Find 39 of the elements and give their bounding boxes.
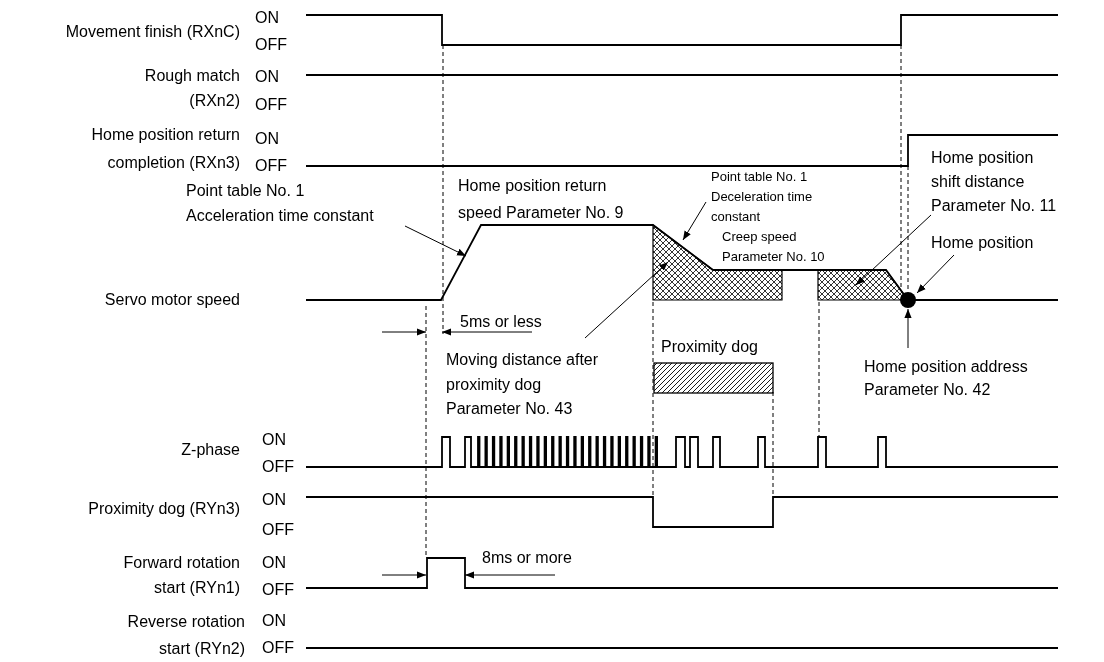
bar-label: Proximity dog — [661, 337, 759, 356]
annotation-text: Point table No. 1 Deceleration time constant — [711, 167, 831, 227]
annotation-text: Moving distance after proximity dog Parameter No. 43 — [446, 348, 608, 422]
state-label: ON — [255, 67, 280, 86]
annotation-text: Home position — [931, 233, 1061, 252]
dimension-label: 8ms or more — [482, 548, 573, 567]
leader-arrow — [855, 214, 932, 286]
leader-arrow — [584, 261, 669, 339]
state-label: ON — [262, 490, 287, 509]
leader-arrow — [904, 308, 912, 349]
state-label: OFF — [255, 35, 288, 54]
state-label: ON — [262, 611, 287, 630]
signal-name: Reverse rotation start (RYn2) — [126, 612, 245, 659]
state-label: ON — [262, 430, 287, 449]
signal-name: Rough match (RXn2) — [143, 66, 240, 111]
state-label: OFF — [262, 580, 295, 599]
state-label: ON — [255, 8, 280, 27]
state-label: OFF — [262, 457, 295, 476]
signal-name: Servo motor speed — [103, 290, 240, 309]
leader-arrow — [916, 254, 955, 294]
signal-name: Home position return completion (RXn3) — [90, 125, 240, 173]
signal-name: Proximity dog (RYn3) — [87, 499, 240, 518]
annotation-text: Home position return speed Parameter No. 9 — [458, 176, 625, 223]
annotation-text: Creep speed Parameter No. 10 — [722, 228, 826, 266]
signal-name: Forward rotation start (RYn1) — [122, 553, 240, 598]
annotation-text: Point table No. 1 Acceleration time constant — [186, 178, 384, 228]
state-label: ON — [262, 553, 287, 572]
state-label: ON — [255, 129, 280, 148]
leader-arrow — [404, 225, 467, 257]
annotation-text: Home position address Parameter No. 42 — [864, 355, 1064, 401]
signal-name: Z-phase — [180, 440, 240, 459]
state-label: OFF — [262, 638, 295, 657]
state-label: OFF — [262, 520, 295, 539]
state-label: OFF — [255, 95, 288, 114]
signal-name: Movement finish (RXnC) — [64, 22, 240, 41]
dimension-label: 5ms or less — [460, 312, 543, 331]
state-label: OFF — [255, 156, 288, 175]
annotation-text: Home position shift distance Parameter No. 11 — [931, 146, 1062, 218]
leader-arrow — [682, 201, 707, 241]
